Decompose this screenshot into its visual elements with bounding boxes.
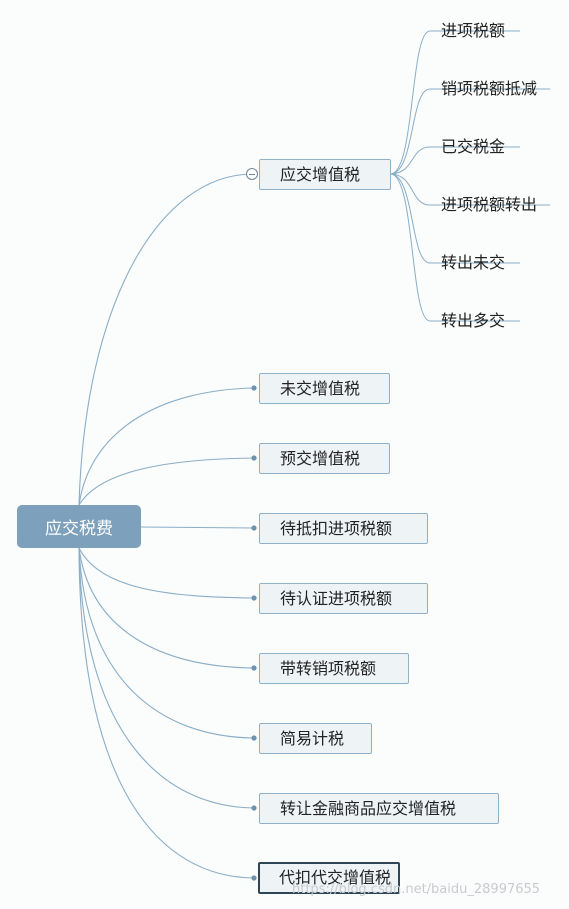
leaf-node-transfer-overpaid[interactable]: 转出多交	[441, 311, 506, 330]
branch-node-simple-tax[interactable]: 简易计税	[259, 723, 372, 754]
branch-node-withheld-vat[interactable]: 代扣代交增值税	[258, 862, 400, 894]
watermark: https://blog.csdn.net/baidu_28997655	[292, 882, 541, 897]
leaf-node-transfer-unpaid[interactable]: 转出未交	[441, 253, 506, 272]
leaf-node-input-tax-transfer-out[interactable]: 进项税额转出	[441, 195, 538, 214]
branch-node-input-tax-to-deduct[interactable]: 待抵扣进项税额	[259, 513, 428, 544]
branch-node-output-tax-to-transfer[interactable]: 带转销项税额	[259, 653, 409, 684]
branch-node-input-tax-to-certify[interactable]: 待认证进项税额	[259, 583, 428, 614]
branch-node-prepaid-vat[interactable]: 预交增值税	[259, 443, 390, 474]
collapse-toggle-icon[interactable]	[246, 168, 258, 180]
branch-node-financial-product-vat[interactable]: 转让金融商品应交增值税	[259, 793, 499, 824]
root-node[interactable]: 应交税费	[17, 505, 141, 548]
branch-node-vat-payable[interactable]: 应交增值税	[259, 159, 391, 190]
leaf-node-input-tax[interactable]: 进项税额	[441, 21, 506, 40]
branch-node-unpaid-vat[interactable]: 未交增值税	[259, 373, 390, 404]
leaf-node-output-tax-offset[interactable]: 销项税额抵减	[441, 79, 538, 98]
leaf-node-tax-paid[interactable]: 已交税金	[441, 137, 506, 156]
